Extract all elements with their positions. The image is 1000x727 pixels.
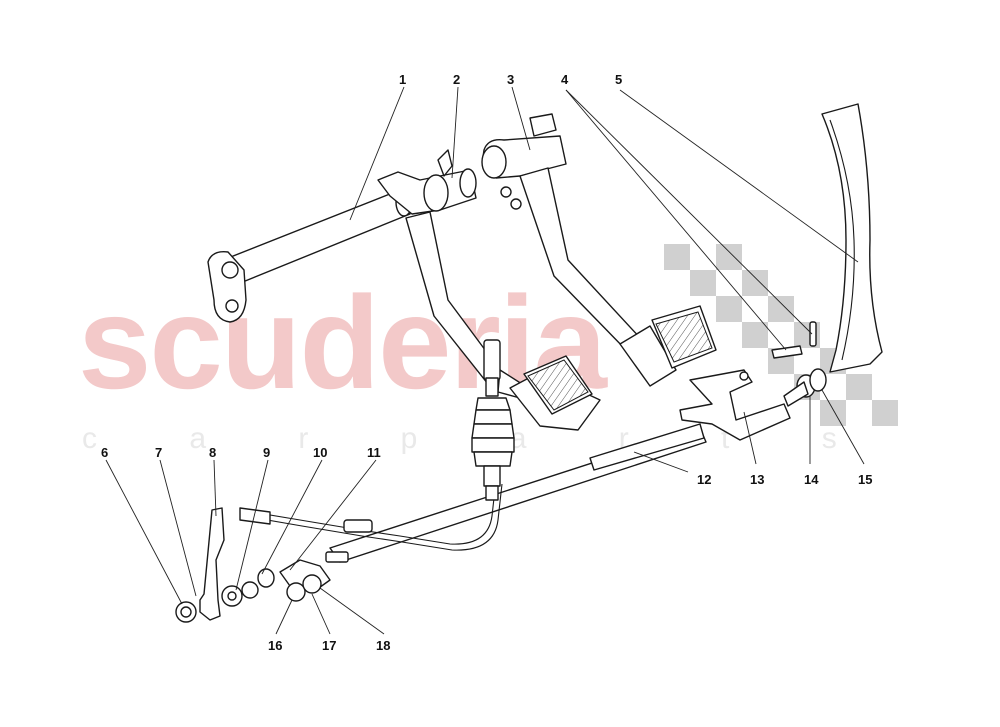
callout-11: 11 [367, 445, 381, 460]
callout-14: 14 [804, 472, 819, 487]
brake-pedal [481, 113, 717, 387]
callout-12: 12 [697, 472, 711, 487]
accelerator-pedal [821, 103, 883, 373]
callout-4: 4 [561, 72, 569, 87]
callout-8: 8 [209, 445, 216, 460]
cable-bracket [679, 369, 791, 441]
throttle-cable [239, 423, 707, 563]
callout-15: 15 [858, 472, 872, 487]
callout-1: 1 [399, 72, 406, 87]
callout-7: 7 [155, 445, 162, 460]
pedal-bracket [377, 149, 477, 215]
retaining-pins [771, 321, 817, 359]
callout-labels: 1 2 3 4 5 6 7 8 9 10 11 12 13 14 15 16 1… [101, 72, 872, 653]
leader-lines [105, 86, 865, 635]
bushings [783, 368, 827, 407]
callout-16: 16 [268, 638, 282, 653]
callout-3: 3 [507, 72, 514, 87]
callout-18: 18 [376, 638, 390, 653]
callout-9: 9 [263, 445, 270, 460]
clutch-pedal-arm [405, 211, 601, 431]
watermark-tagline: c a r p a r t s [82, 422, 879, 455]
callout-13: 13 [750, 472, 764, 487]
boot-and-rod [471, 339, 515, 501]
callout-5: 5 [615, 72, 622, 87]
linkage-hardware [175, 507, 373, 623]
callout-17: 17 [322, 638, 336, 653]
callout-6: 6 [101, 445, 108, 460]
callout-2: 2 [453, 72, 460, 87]
callout-10: 10 [313, 445, 327, 460]
